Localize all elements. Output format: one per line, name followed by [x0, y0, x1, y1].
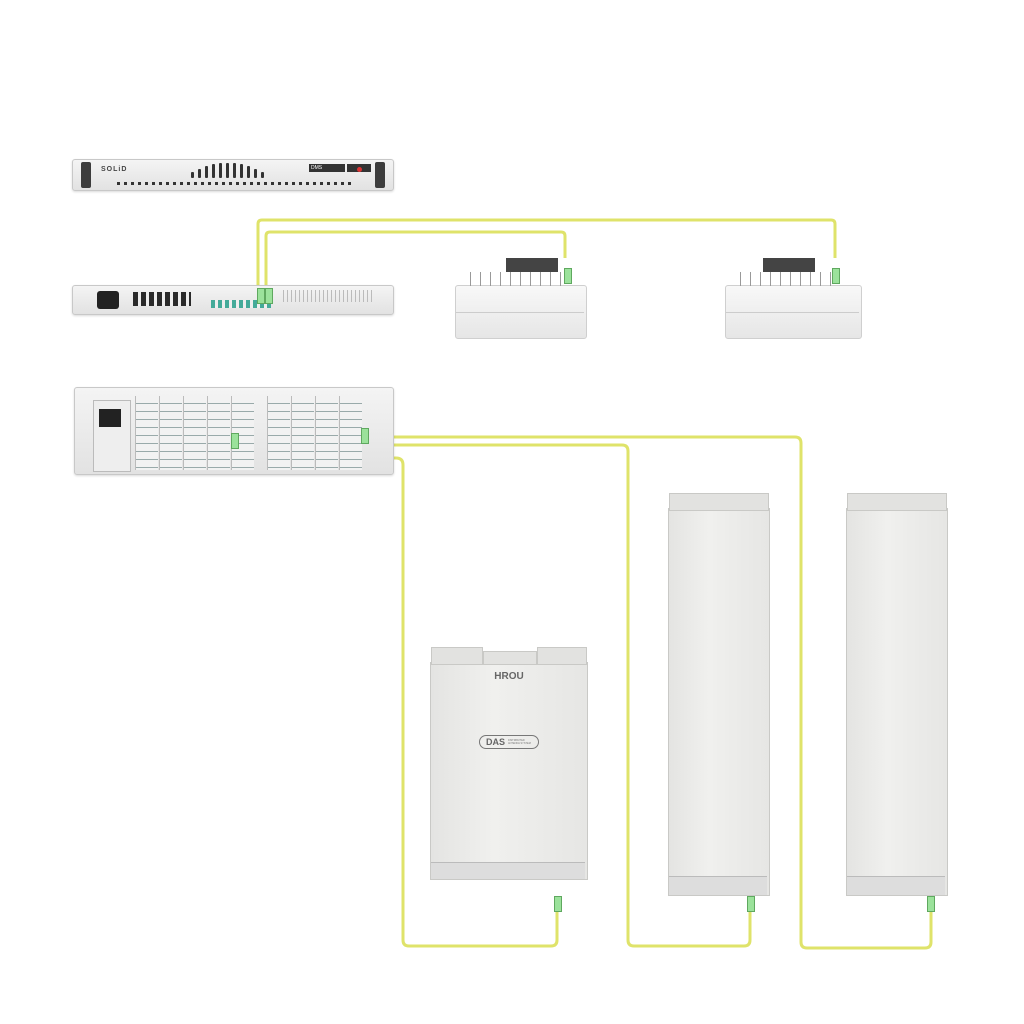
das-badge-subtext: DISTRIBUTED ANTENNA SYSTEM: [508, 739, 531, 745]
remote-unit-1: [455, 258, 587, 339]
optical-interface-unit: [72, 285, 394, 315]
brand-logo: SOLiD: [101, 166, 128, 173]
fiber-cable-remote-2: [256, 218, 837, 298]
fiber-cable-remote-1: [264, 230, 567, 298]
fiber-cable-unit-3: [370, 435, 933, 950]
hrou-fiber-connector: [554, 896, 562, 912]
remote-unit-2: [725, 258, 862, 339]
head-end-unit: SOLiD DMS: [72, 159, 394, 191]
hrou-unit: HROU DAS DISTRIBUTED ANTENNA SYSTEM: [430, 647, 588, 880]
das-badge-text: DAS: [486, 737, 506, 747]
fiber-connector: [832, 268, 840, 284]
fiber-connector: [927, 896, 935, 912]
remote-unit-3: [668, 493, 770, 896]
remote-unit-4: [846, 493, 948, 896]
power-supply: [93, 400, 131, 472]
fiber-connector: [564, 268, 572, 284]
power-button[interactable]: [357, 167, 362, 172]
fiber-cable-hrou: [370, 456, 559, 948]
das-badge: DAS DISTRIBUTED ANTENNA SYSTEM: [479, 735, 539, 749]
fiber-cable-unit-2: [370, 443, 752, 948]
power-inlet: [97, 291, 119, 309]
hrou-label: HROU: [494, 671, 524, 682]
fiber-connector: [747, 896, 755, 912]
master-unit-chassis: [74, 387, 394, 475]
model-label: DMS: [309, 164, 345, 172]
